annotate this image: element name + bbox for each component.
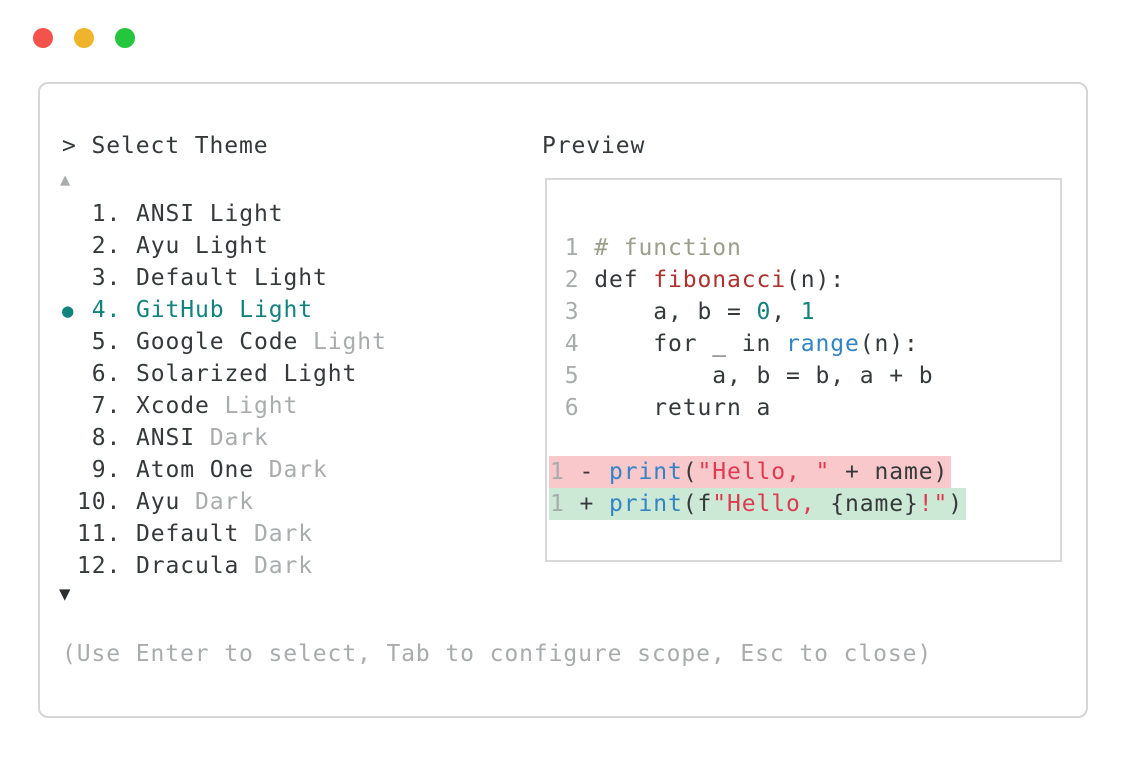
help-text: (Use Enter to select, Tab to configure s… (62, 641, 933, 667)
code-token-fg: (f (682, 491, 713, 517)
dialog-title-text: Select Theme (91, 133, 269, 159)
code-line: 2 def fibonacci(n): (549, 264, 1060, 296)
preview-pane: 1 # function 2 def fibonacci(n): 3 a, b … (545, 178, 1062, 562)
code-preview: 1 # function 2 def fibonacci(n): 3 a, b … (547, 180, 1060, 520)
code-token-fg: a, b = b, a + b (594, 363, 934, 389)
theme-option-default-light[interactable]: 3. Default Light (62, 262, 387, 294)
scroll-down-icon[interactable]: ▼ (59, 583, 71, 605)
theme-option-label: 11. Default (77, 521, 240, 547)
theme-option-variant-label: Light (209, 393, 299, 419)
selected-indicator-icon: ● (62, 300, 74, 322)
theme-option-label: 10. Ayu (77, 489, 181, 515)
maximize-button-icon[interactable] (115, 28, 135, 48)
code-line (549, 424, 1060, 456)
code-token-teal: 1 (800, 299, 816, 325)
theme-selector-dialog: > Select Theme Preview ▲ 1. ANSI Light 2… (38, 82, 1088, 718)
line-number: 5 (550, 363, 595, 389)
code-token-fg: for _ in (594, 331, 786, 357)
line-number: 6 (550, 395, 595, 421)
code-token-string: "Hello, (712, 491, 831, 517)
theme-option-label: 12. Dracula (77, 553, 240, 579)
code-diff-line-removed: 1 - print("Hello, " + name) (549, 456, 1060, 488)
line-number: 1 (550, 491, 580, 517)
code-token-string: "Hello, " (697, 459, 831, 485)
theme-list: 1. ANSI Light 2. Ayu Light 3. Default Li… (62, 198, 387, 582)
code-token-fg: def (594, 267, 654, 293)
dialog-title: > Select Theme (62, 130, 268, 162)
code-line: 1 # function (549, 232, 1060, 264)
code-token-comment: # function (594, 235, 742, 261)
code-line: 5 a, b = b, a + b (549, 360, 1060, 392)
code-token-fg: ( (682, 459, 698, 485)
line-number: 2 (550, 267, 595, 293)
prompt-chevron-icon: > (62, 133, 77, 159)
theme-option-label: 6. Solarized Light (77, 361, 358, 387)
window-controls (33, 28, 135, 48)
theme-option-label: 4. GitHub Light (77, 297, 313, 323)
code-line: 4 for _ in range(n): (549, 328, 1060, 360)
theme-option-solarized-light[interactable]: 6. Solarized Light (62, 358, 387, 390)
minimize-button-icon[interactable] (74, 28, 94, 48)
code-token-blue: print (609, 459, 683, 485)
theme-option-ansi-light[interactable]: 1. ANSI Light (62, 198, 387, 230)
theme-option-label: 1. ANSI Light (77, 201, 284, 227)
code-token-fg: return a (594, 395, 772, 421)
theme-option-variant-label: Dark (180, 489, 254, 515)
theme-option-xcode-light[interactable]: 7. Xcode Light (62, 390, 387, 422)
theme-option-variant-label: Dark (194, 425, 269, 451)
code-token-red: fibonacci (653, 267, 786, 293)
theme-option-variant-label: Dark (253, 457, 328, 483)
close-button-icon[interactable] (33, 28, 53, 48)
code-diff-line-added: 1 + print(f"Hello, {name}!") (549, 488, 1060, 520)
theme-option-github-light[interactable]: ● 4. GitHub Light (62, 294, 387, 326)
code-token-fg: - (579, 459, 609, 485)
code-token-fg: {name} (830, 491, 919, 517)
code-token-fg: (n): (859, 331, 919, 357)
code-token-fg: ) (948, 491, 963, 517)
code-token-string: !" (918, 491, 949, 517)
theme-option-label: 5. Google Code (77, 329, 299, 355)
code-token-fg: + name) (830, 459, 949, 485)
theme-option-ayu-dark[interactable]: 10. Ayu Dark (62, 486, 387, 518)
code-token-blue: range (785, 331, 860, 357)
theme-option-default-dark[interactable]: 11. Default Dark (62, 518, 387, 550)
theme-option-label: 7. Xcode (77, 393, 210, 419)
preview-title: Preview (542, 133, 646, 159)
theme-option-variant-label: Light (298, 329, 387, 355)
code-token-fg: (n): (785, 267, 845, 293)
theme-option-label: 8. ANSI (77, 425, 195, 451)
scroll-up-icon[interactable]: ▲ (60, 170, 71, 190)
theme-option-ayu-light[interactable]: 2. Ayu Light (62, 230, 387, 262)
theme-option-variant-label: Dark (239, 553, 313, 579)
line-number: 4 (550, 331, 595, 357)
theme-option-atom-one-dark[interactable]: 9. Atom One Dark (62, 454, 387, 486)
code-token-teal: 0 (756, 299, 772, 325)
theme-option-google-code-light[interactable]: 5. Google Code Light (62, 326, 387, 358)
theme-option-label: 9. Atom One (77, 457, 254, 483)
theme-option-dracula-dark[interactable]: 12. Dracula Dark (62, 550, 387, 582)
theme-option-label: 3. Default Light (77, 265, 328, 291)
theme-option-ansi-dark[interactable]: 8. ANSI Dark (62, 422, 387, 454)
line-number: 1 (550, 235, 595, 261)
code-line: 6 return a (549, 392, 1060, 424)
code-token-fg: a, b = (594, 299, 757, 325)
code-token-fg: , (771, 299, 801, 325)
code-token-blue: print (609, 491, 683, 517)
line-number: 3 (550, 299, 595, 325)
line-number: 1 (550, 459, 580, 485)
theme-option-variant-label: Dark (239, 521, 313, 547)
theme-option-label: 2. Ayu Light (77, 233, 269, 259)
code-line: 3 a, b = 0, 1 (549, 296, 1060, 328)
code-token-fg: + (579, 491, 609, 517)
